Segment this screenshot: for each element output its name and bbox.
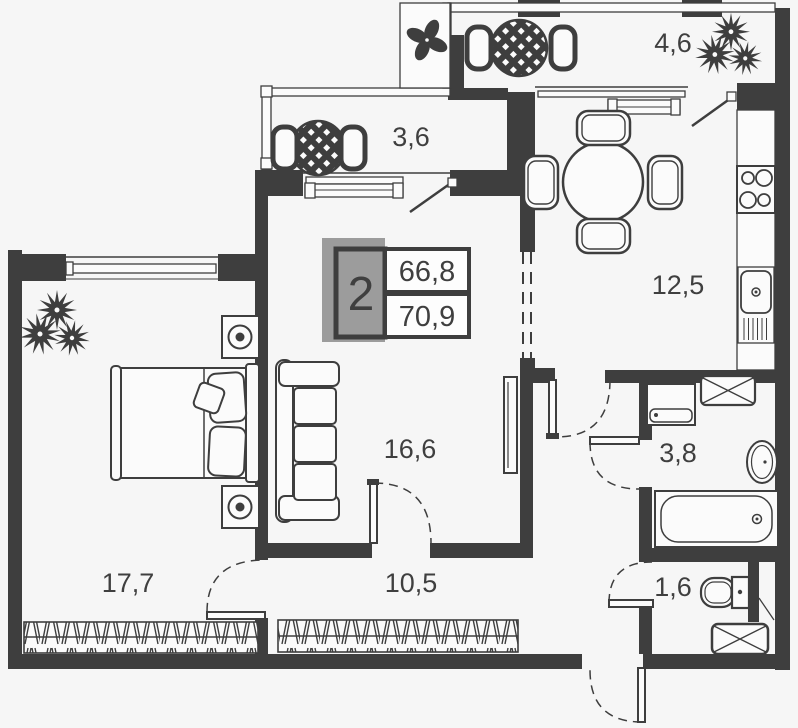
balcony-table — [489, 18, 549, 78]
loggia-large-area-label: 4,6 — [654, 28, 692, 58]
dining-chair — [522, 154, 560, 211]
dining-chair — [575, 217, 632, 255]
kitchen-area-label: 12,5 — [652, 270, 705, 300]
tv — [503, 376, 518, 474]
washing-machine-icon — [699, 374, 757, 407]
total-area-box — [383, 292, 471, 339]
shaft-hatch-line — [758, 597, 775, 621]
wc-area-label: 1,6 — [654, 572, 692, 602]
apartment-info-badge: 2 66,8 70,9 — [322, 238, 471, 342]
room-wc: 1,6 — [654, 572, 775, 656]
bedroom-area-label: 17,7 — [102, 568, 155, 598]
plant-icon — [689, 12, 770, 83]
bedroom-window — [65, 254, 218, 281]
dining-chair — [646, 154, 684, 211]
dining-chair — [575, 109, 632, 147]
wall-divider-stub-top — [520, 196, 535, 252]
wall-bath-wc-divider — [639, 548, 775, 562]
wall-right-outer — [775, 8, 790, 670]
doors — [206, 91, 737, 723]
loggia-large-door — [691, 91, 737, 128]
balcony-chair — [464, 24, 494, 72]
wall-bedroom-left — [8, 250, 22, 668]
nightstand-bottom — [221, 485, 260, 529]
bedroom-door — [206, 559, 266, 620]
wall-living-right — [520, 383, 533, 543]
living-area-box — [383, 247, 471, 294]
wash-basin — [746, 440, 778, 484]
entrance-door — [589, 667, 646, 723]
room-living: 2 66,8 70,9 16,6 — [275, 238, 518, 523]
room-kitchen: 12,5 — [522, 109, 776, 371]
table-lamp-icon — [227, 494, 253, 520]
stove — [736, 165, 776, 214]
kitchen-door — [546, 379, 611, 439]
wall-living-bottom-right — [430, 543, 533, 558]
room-bathroom: 3,8 — [646, 374, 779, 548]
kitchen-sink — [737, 266, 775, 344]
wall-loggia-pillar-left — [448, 35, 464, 88]
room-hallway: 10,5 — [277, 568, 519, 653]
wall-wc-shaft — [748, 562, 759, 622]
wall-loggia-bottom-left — [448, 88, 508, 100]
loggia-small-door — [409, 177, 458, 214]
bathtub — [654, 490, 779, 548]
hallway-area-label: 10,5 — [385, 568, 438, 598]
balcony-chair — [338, 124, 368, 172]
bathroom-door — [589, 436, 640, 490]
balcony-chair — [270, 124, 300, 172]
rooms-count-label: 2 — [348, 268, 375, 321]
living-area-value: 66,8 — [399, 256, 455, 288]
bathroom-cabinet — [646, 383, 696, 426]
wall-wc-left — [639, 608, 652, 654]
kitchen-window — [535, 85, 688, 101]
double-bed — [110, 363, 260, 483]
vent-box — [399, 2, 451, 89]
wall-bottom-left — [8, 654, 582, 669]
sofa — [275, 359, 340, 523]
wall-living-top-left — [255, 170, 303, 196]
wall-living-bottom-left — [268, 543, 372, 558]
toilet — [699, 575, 751, 610]
wall-divider-stub-bottom — [520, 358, 535, 383]
walls — [8, 0, 790, 670]
wall-bedroom-top-left — [8, 254, 68, 281]
pillow — [207, 425, 247, 478]
living-room-window-sill — [304, 182, 404, 199]
bathroom-area-label: 3,8 — [659, 438, 697, 468]
wardrobe-bedroom — [23, 621, 259, 654]
wall-bathroom-left-b — [639, 487, 652, 548]
living-area-label: 16,6 — [384, 434, 437, 464]
balcony-chair — [548, 24, 578, 72]
open-divider-dashed — [522, 252, 532, 358]
dining-table — [561, 140, 645, 224]
windows — [65, 2, 776, 281]
nightstand-top — [221, 315, 260, 359]
wardrobe-hallway — [277, 619, 519, 653]
loggia-small-area-label: 3,6 — [392, 122, 430, 152]
total-area-value: 70,9 — [399, 301, 455, 333]
wc-door — [608, 561, 654, 608]
loggia-small-glazing — [260, 85, 451, 171]
room-loggia-small: 3,6 — [270, 119, 430, 177]
room-bedroom: 17,7 — [13, 290, 260, 654]
throw-pillow — [192, 381, 226, 415]
wall-loggia-bottom-right — [737, 83, 775, 110]
washing-machine-icon — [710, 622, 770, 656]
wall-bottom-right — [643, 654, 790, 669]
room-loggia-large: 4,6 — [464, 12, 770, 83]
table-lamp-icon — [227, 324, 253, 350]
living-room-door — [367, 479, 432, 544]
plant-icon — [13, 290, 98, 364]
